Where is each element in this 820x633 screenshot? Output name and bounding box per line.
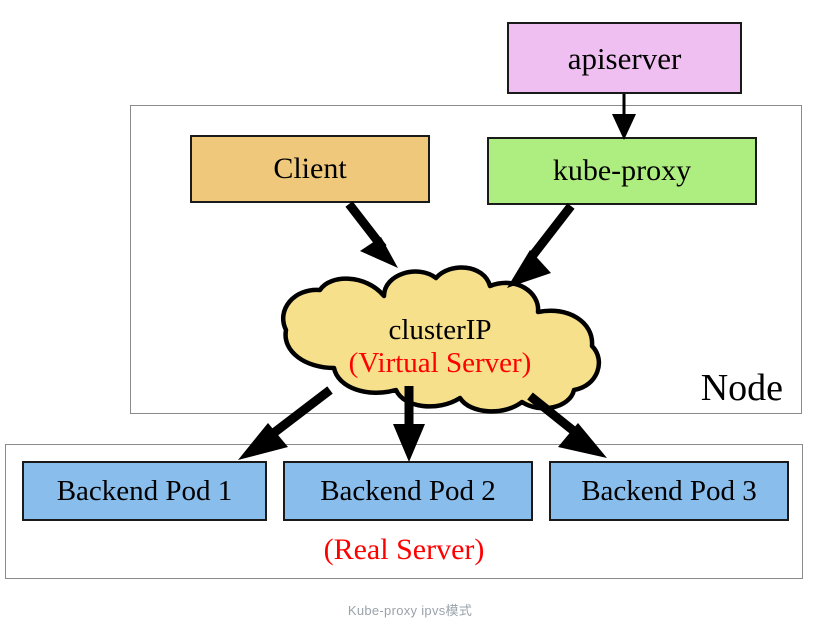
backend-pod-1[interactable]: Backend Pod 1 xyxy=(22,461,267,521)
backend-pod-2[interactable]: Backend Pod 2 xyxy=(283,461,533,521)
cloud-shape-icon xyxy=(281,265,602,414)
backend-pod-3-label: Backend Pod 3 xyxy=(581,474,757,507)
real-server-label: (Real Server) xyxy=(323,533,485,566)
backend-pod-2-label: Backend Pod 2 xyxy=(320,474,496,507)
backend-pod-1-label: Backend Pod 1 xyxy=(56,474,233,507)
apiserver-label: apiserver xyxy=(567,40,682,76)
node-label: Node xyxy=(700,367,783,409)
client-node[interactable]: Client xyxy=(190,135,430,203)
apiserver-node[interactable]: apiserver xyxy=(507,22,742,94)
backend-container: Backend Pod 1 Backend Pod 2 Backend Pod … xyxy=(5,444,803,579)
figure-caption: Kube-proxy ipvs模式 xyxy=(347,603,473,618)
backend-pod-3[interactable]: Backend Pod 3 xyxy=(549,461,789,521)
node-container: Node xyxy=(130,105,802,414)
kube-proxy-node[interactable]: kube-proxy xyxy=(487,137,757,205)
kube-proxy-label: kube-proxy xyxy=(552,154,692,187)
cluster-ip-cloud[interactable]: clusterIP (Virtual Server) xyxy=(272,262,608,416)
client-label: Client xyxy=(273,152,347,185)
